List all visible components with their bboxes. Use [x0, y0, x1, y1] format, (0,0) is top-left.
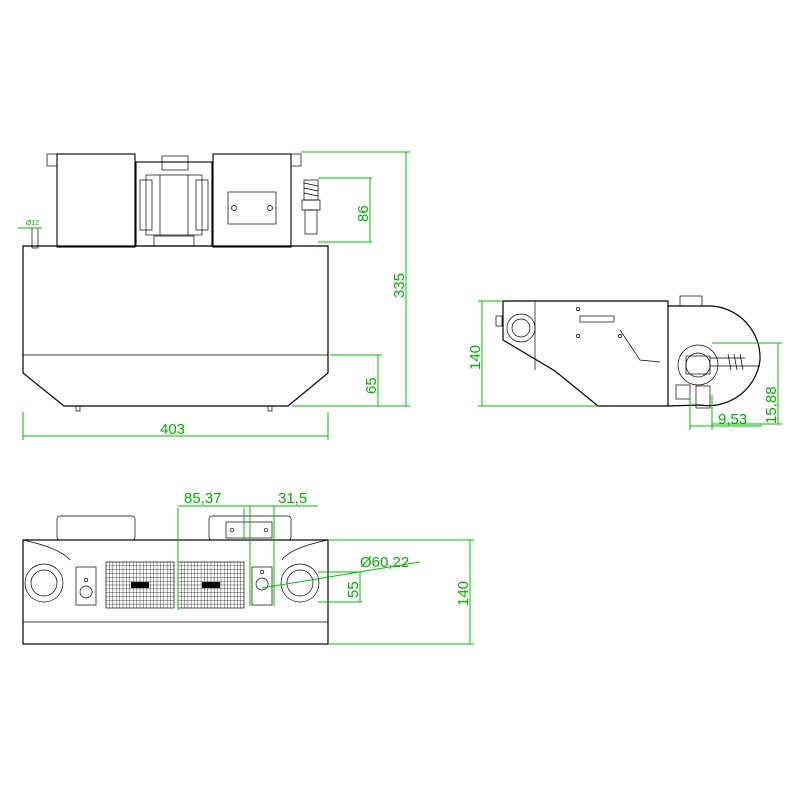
bottom-left-outlet	[24, 563, 64, 603]
right-motor-housing	[212, 153, 292, 248]
center-motor	[135, 155, 213, 247]
bottom-left-housing	[56, 515, 136, 541]
bottom-right-knob	[251, 566, 273, 606]
bottom-dim-outlet: Ø60,22 55	[261, 554, 421, 603]
front-foot-left	[75, 405, 81, 412]
bottom-right-outlet	[280, 563, 320, 603]
bottom-knob-label: 31,5	[278, 490, 307, 507]
bottom-dim-grille: 85,37	[177, 490, 245, 610]
bottom-view: 85,37 31,5 Ø60,22 55 140	[22, 490, 474, 645]
front-lower-label: 65	[363, 377, 380, 394]
bottom-body	[22, 539, 329, 645]
front-motor-label: 86	[355, 205, 372, 222]
bottom-dim-knob: 31,5	[244, 490, 318, 606]
side-height-label: 140	[467, 345, 484, 370]
front-view: 403 335 86 65 Ø12	[18, 151, 410, 440]
grille-slot	[131, 582, 149, 588]
side-stub	[495, 315, 503, 327]
bottom-depth-label: 140	[455, 581, 472, 606]
bottom-bracket	[225, 521, 273, 539]
side-pipe-v-label: 15,88	[763, 386, 780, 424]
side-view: 140 15,88 9,53	[467, 295, 782, 430]
left-drain-pipe	[31, 227, 39, 249]
bottom-left-knob	[75, 566, 97, 606]
front-dim-width: 403	[22, 412, 329, 440]
right-mount-tab	[290, 153, 302, 167]
side-body	[502, 300, 669, 407]
left-motor-housing	[56, 153, 136, 248]
front-dim-motor: 86	[318, 177, 372, 243]
side-dim-pipe-h: 9,53	[689, 395, 762, 430]
front-dim-pipe: Ø12	[18, 220, 42, 229]
front-body	[22, 245, 329, 407]
side-slot	[579, 315, 615, 323]
bottom-offset-label: 55	[345, 581, 362, 598]
side-outlet	[506, 313, 536, 343]
bottom-right-grille	[177, 561, 245, 609]
bottom-grille-label: 85,37	[184, 490, 222, 507]
bottom-outlet-label: Ø60,22	[360, 554, 409, 571]
front-dim-lower: 65	[330, 354, 382, 406]
side-dim-pipe-v: 15,88	[712, 342, 782, 425]
bottom-dim-depth: 140	[328, 539, 474, 645]
front-foot-right	[267, 405, 273, 412]
side-blower	[667, 295, 761, 409]
front-dim-height: 335	[292, 151, 410, 407]
front-height-label: 335	[391, 273, 408, 298]
side-dim-height: 140	[467, 300, 598, 407]
nameplate	[227, 191, 277, 225]
bottom-left-grille	[105, 561, 175, 609]
side-pipe-h-label: 9,53	[718, 411, 747, 428]
front-width-label: 403	[160, 421, 185, 438]
grille-slot	[202, 582, 220, 588]
left-mount-tab	[46, 153, 58, 167]
side-duct-line	[619, 329, 661, 363]
front-pipe-label: Ø12	[26, 220, 39, 227]
expansion-valve	[301, 179, 321, 235]
